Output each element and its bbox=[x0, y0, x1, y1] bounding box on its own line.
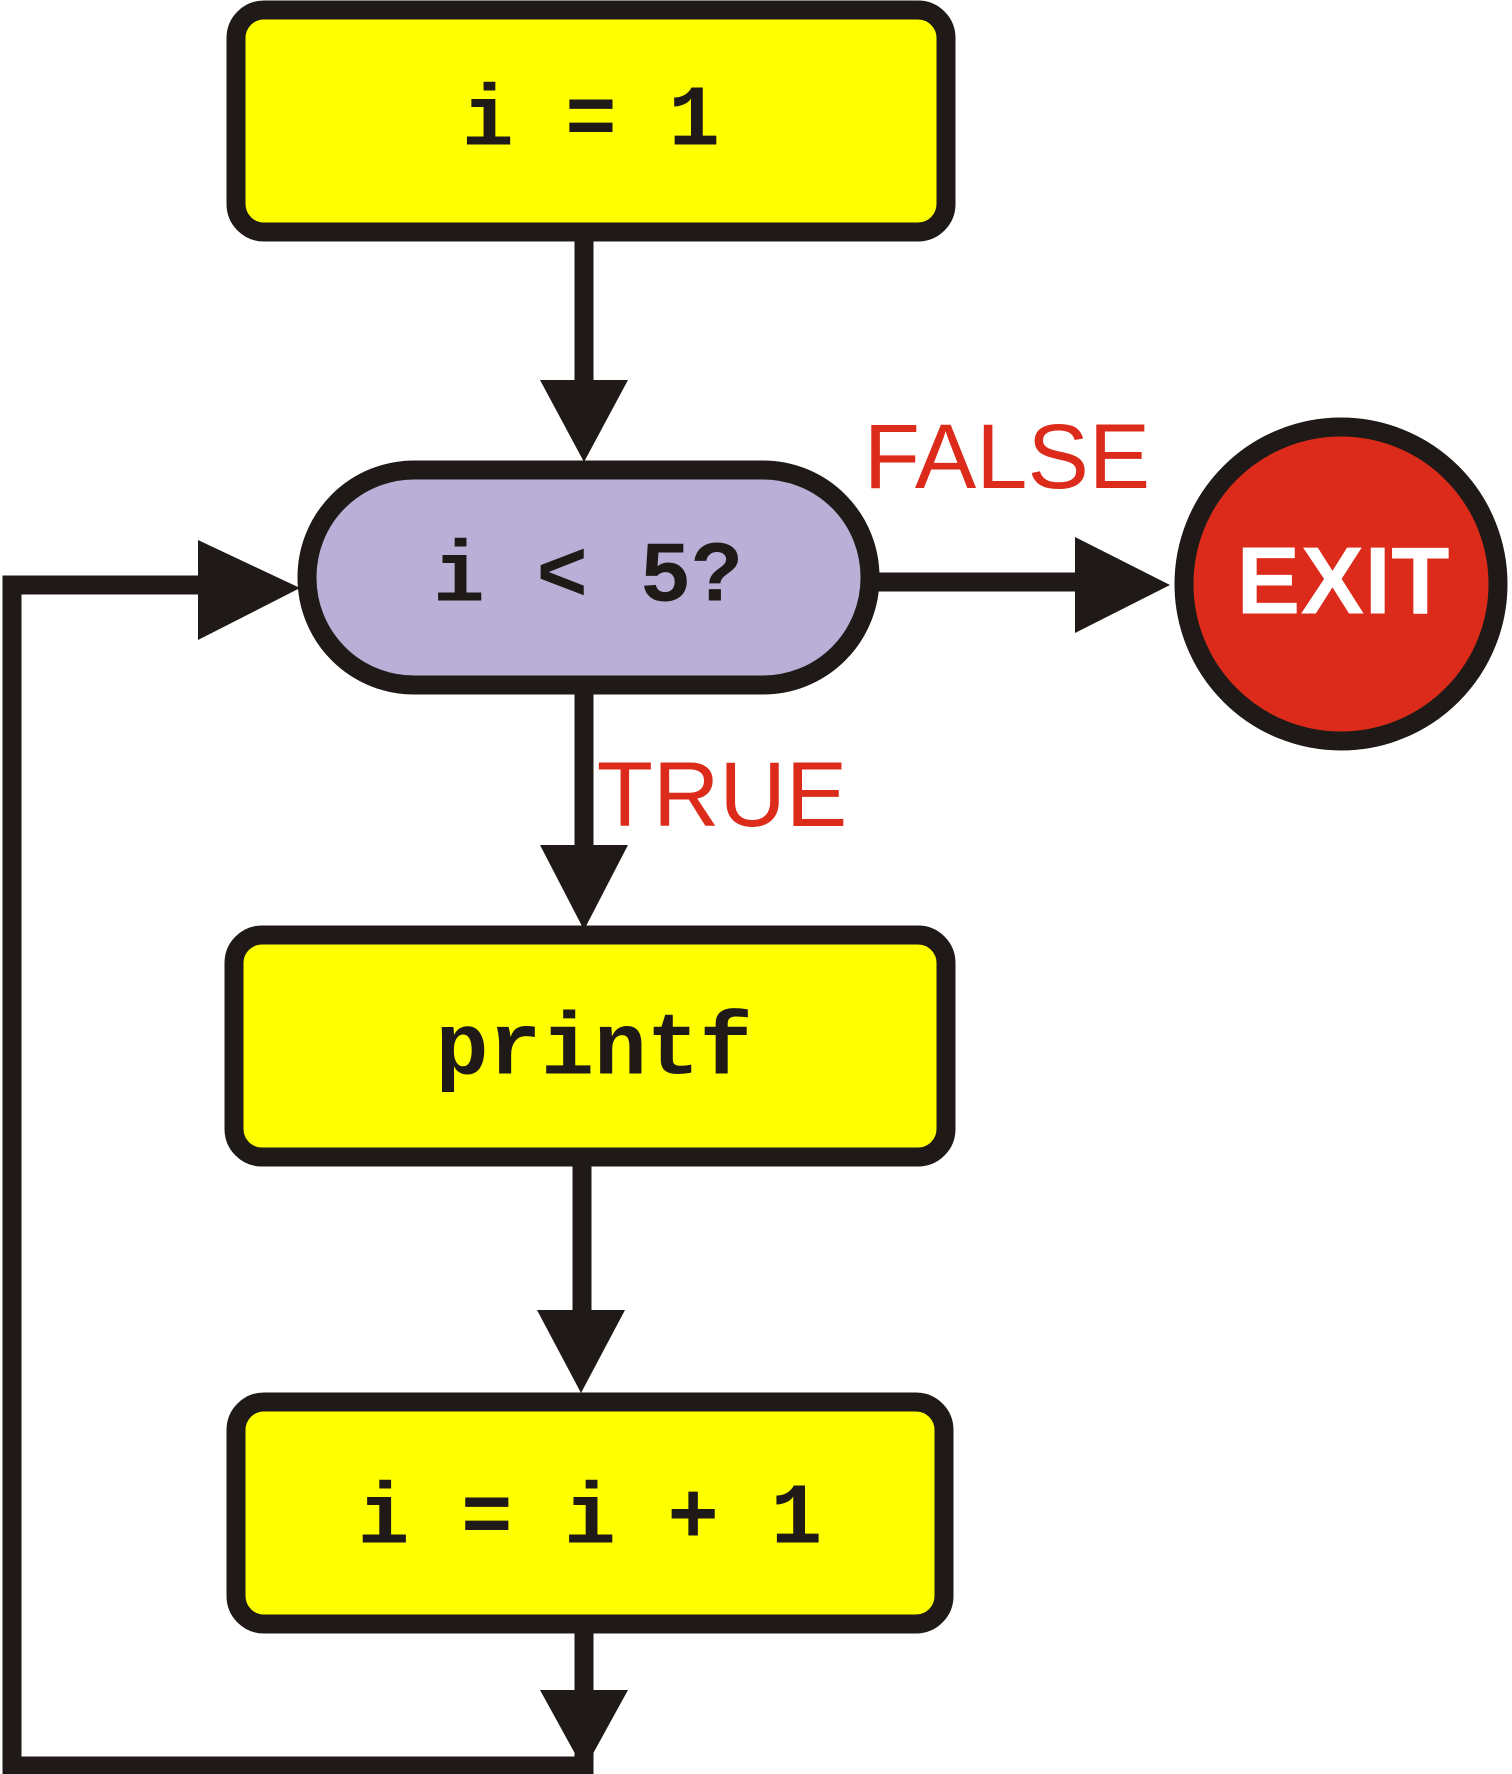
print-box bbox=[224, 925, 956, 1167]
node-print: printf bbox=[224, 925, 956, 1167]
increment-box bbox=[226, 1392, 954, 1634]
node-init: i = 1 bbox=[226, 0, 956, 242]
node-condition: i < 5? bbox=[297, 460, 880, 695]
condition-shape bbox=[297, 460, 880, 695]
node-increment: i = i + 1 bbox=[226, 1392, 954, 1634]
arrowhead-loop-to-condition bbox=[198, 540, 300, 640]
arrowhead-to-condition bbox=[540, 380, 628, 462]
arrowhead-loop-bottom bbox=[540, 1690, 628, 1770]
arrowhead-to-print bbox=[540, 845, 628, 930]
node-exit: EXIT bbox=[1174, 417, 1508, 751]
arrowheads bbox=[198, 380, 1170, 1770]
increment-label: i = i + 1 bbox=[358, 1471, 822, 1569]
arrowhead-to-exit bbox=[1075, 537, 1170, 633]
init-box bbox=[226, 0, 956, 242]
exit-label: EXIT bbox=[1236, 527, 1449, 634]
exit-circle bbox=[1174, 417, 1508, 751]
arrowhead-to-increment bbox=[537, 1310, 625, 1393]
print-label: printf bbox=[436, 1001, 753, 1100]
false-branch-label: FALSE bbox=[864, 406, 1150, 508]
condition-label: i < 5? bbox=[433, 529, 743, 627]
init-label: i = 1 bbox=[462, 73, 720, 171]
true-branch-label: TRUE bbox=[597, 744, 847, 846]
